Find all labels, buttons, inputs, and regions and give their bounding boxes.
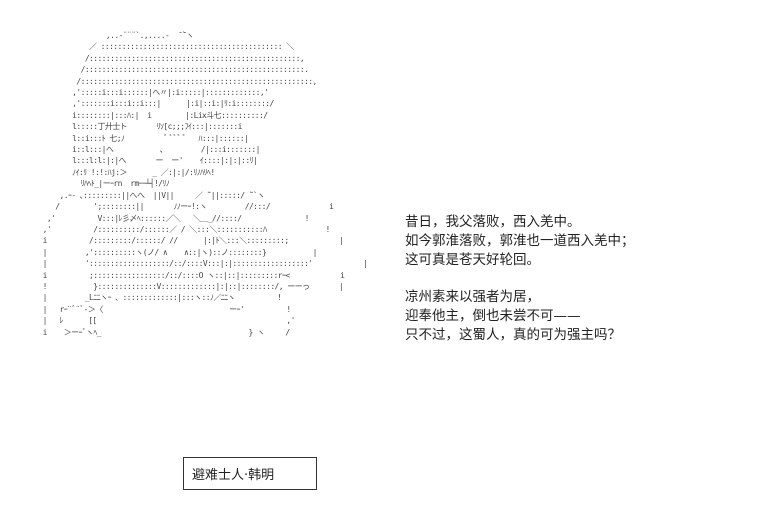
dialogue-line: 只不过，这蜀人，真的可为强主吗？ <box>405 327 621 343</box>
dialogue-line: 昔日，我父落败，西入羌中。 <box>405 214 581 230</box>
dialogue-line: 如今郭淮落败，郭淮也一道西入羌中； <box>405 233 635 249</box>
ascii-art-illustration: ,..-¨¨¨`.,....- ̄ ̄`ヽ ／ ::::::::::::::::… <box>30 30 400 520</box>
dialogue-line: 迎奉他主，倒也未尝不可—— <box>405 308 581 324</box>
speaker-name-box: 避难士人·韩明 <box>183 457 317 490</box>
dialogue-block-1: 昔日，我父落败，西入羌中。 如今郭淮落败，郭淮也一道西入羌中； 这可真是苍天好轮… <box>405 213 635 270</box>
dialogue-block-2: 凉州素来以强者为居， 迎奉他主，倒也未尝不可—— 只不过，这蜀人，真的可为强主吗… <box>405 288 621 345</box>
speaker-name: 避难士人·韩明 <box>192 468 275 483</box>
dialogue-line: 凉州素来以强者为居， <box>405 289 540 305</box>
ascii-art-lines: ,..-¨¨¨`.,....- ̄ ̄`ヽ ／ ::::::::::::::::… <box>42 31 368 337</box>
dialogue-line: 这可真是苍天好轮回。 <box>405 252 540 268</box>
